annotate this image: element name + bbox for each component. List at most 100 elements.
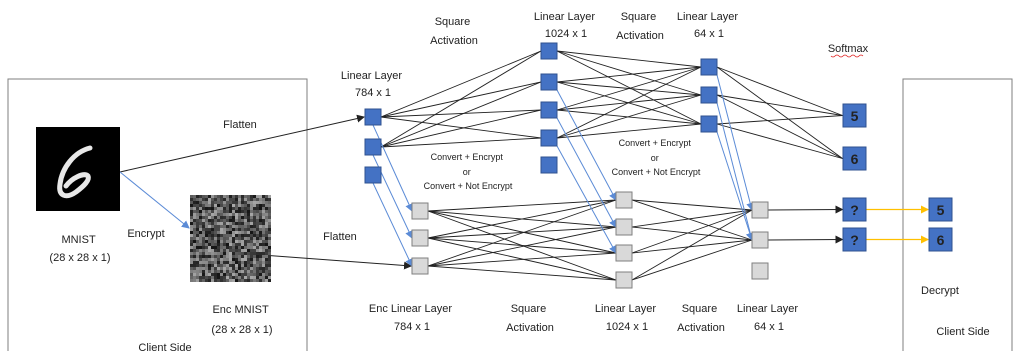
noise-pixel (196, 258, 199, 261)
noise-pixel (199, 228, 202, 231)
noise-pixel (205, 198, 208, 201)
noise-pixel (238, 270, 241, 273)
noise-pixel (256, 201, 259, 204)
noise-pixel (220, 219, 223, 222)
noise-pixel (232, 234, 235, 237)
noise-pixel (232, 228, 235, 231)
noise-pixel (247, 261, 250, 264)
noise-pixel (250, 264, 253, 267)
client-side-right-box (902, 78, 1013, 351)
noise-pixel (256, 213, 259, 216)
noise-pixel (211, 273, 214, 276)
noise-pixel (208, 204, 211, 207)
noise-pixel (196, 249, 199, 252)
noise-pixel (211, 240, 214, 243)
noise-pixel (190, 246, 193, 249)
noise-pixel (247, 198, 250, 201)
noise-pixel (241, 204, 244, 207)
edge (380, 81, 542, 148)
noise-pixel (208, 234, 211, 237)
noise-pixel (196, 213, 199, 216)
noise-pixel (196, 228, 199, 231)
edge (556, 66, 702, 139)
noise-pixel (256, 246, 259, 249)
noise-pixel (247, 234, 250, 237)
noise-pixel (226, 279, 229, 282)
noise-pixel (256, 210, 259, 213)
noise-pixel (244, 276, 247, 279)
noise-pixel (220, 267, 223, 270)
noise-pixel (256, 216, 259, 219)
noise-pixel (190, 255, 193, 258)
noise-pixel (241, 201, 244, 204)
noise-pixel (214, 258, 217, 261)
noise-pixel (232, 240, 235, 243)
noise-pixel (223, 255, 226, 258)
noise-pixel (262, 222, 265, 225)
noise-pixel (205, 204, 208, 207)
noise-pixel (193, 207, 196, 210)
noise-pixel (259, 261, 262, 264)
noise-pixel (223, 237, 226, 240)
noise-pixel (241, 246, 244, 249)
noise-pixel (193, 198, 196, 201)
convert-arrow (556, 117, 617, 228)
noise-pixel (205, 252, 208, 255)
noise-pixel (232, 276, 235, 279)
noise-pixel (229, 270, 232, 273)
noise-pixel (229, 195, 232, 198)
noise-pixel (211, 228, 214, 231)
encrypt-label: Encrypt (127, 228, 164, 240)
noise-pixel (217, 267, 220, 270)
noise-pixel (190, 276, 193, 279)
noise-pixel (250, 255, 253, 258)
noise-pixel (256, 264, 259, 267)
noise-pixel (211, 267, 214, 270)
noise-pixel (262, 246, 265, 249)
noise-pixel (256, 225, 259, 228)
noise-pixel (232, 231, 235, 234)
convert-arrow (556, 145, 617, 254)
noise-pixel (232, 201, 235, 204)
edge (427, 237, 617, 254)
noise-pixel (214, 240, 217, 243)
noise-pixel (253, 240, 256, 243)
noise-pixel (244, 237, 247, 240)
noise-pixel (238, 231, 241, 234)
noise-pixel (268, 228, 271, 231)
noise-pixel (268, 195, 271, 198)
noise-pixel (247, 273, 250, 276)
noise-pixel (226, 198, 229, 201)
noise-pixel (196, 273, 199, 276)
noise-pixel (190, 195, 193, 198)
noise-pixel (190, 231, 193, 234)
noise-pixel (196, 231, 199, 234)
noise-pixel (208, 222, 211, 225)
noise-pixel (259, 204, 262, 207)
noise-pixel (244, 264, 247, 267)
noise-pixel (205, 264, 208, 267)
noise-pixel (235, 276, 238, 279)
noise-pixel (196, 261, 199, 264)
noise-pixel (193, 222, 196, 225)
noise-pixel (259, 276, 262, 279)
noise-pixel (226, 240, 229, 243)
decrypted-output-top: 5 (928, 197, 953, 222)
noise-pixel (241, 276, 244, 279)
noise-pixel (235, 273, 238, 276)
noise-pixel (235, 249, 238, 252)
noise-pixel (247, 213, 250, 216)
noise-pixel (238, 222, 241, 225)
noise-pixel (232, 273, 235, 276)
noise-pixel (238, 216, 241, 219)
noise-pixel (235, 231, 238, 234)
noise-pixel (205, 216, 208, 219)
noise-pixel (241, 207, 244, 210)
noise-pixel (235, 222, 238, 225)
noise-pixel (232, 237, 235, 240)
noise-pixel (259, 249, 262, 252)
noise-pixel (208, 228, 211, 231)
noise-pixel (256, 270, 259, 273)
noise-pixel (256, 198, 259, 201)
noise-pixel (229, 237, 232, 240)
